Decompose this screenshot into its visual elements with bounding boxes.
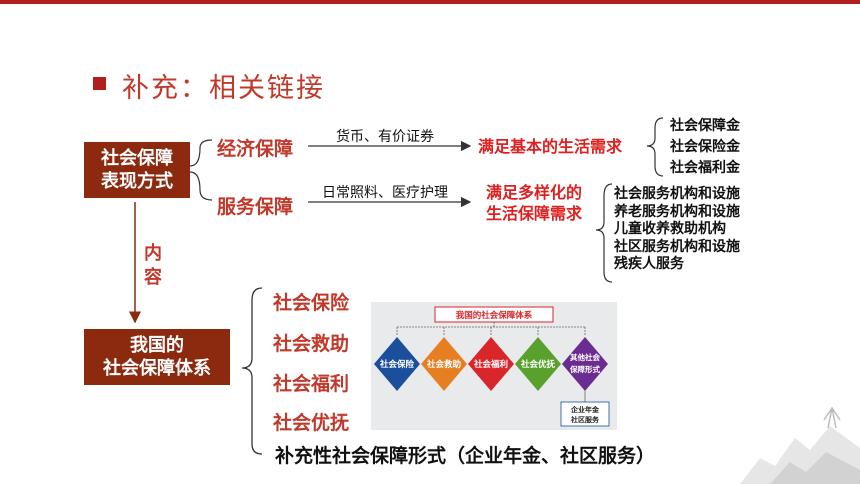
system-box-line1: 我国的 <box>130 335 184 356</box>
picture-diamond-insurance: 社会保险 <box>374 337 420 391</box>
diamond-label: 社会保险 <box>379 359 415 370</box>
picture-sub-line1: 企业年金 <box>570 405 600 414</box>
list-item: 儿童收养救助机构 <box>614 221 726 237</box>
result-service: 满足多样化的 生活保障需求 <box>486 182 582 224</box>
diamond-label: 社会优抚 <box>520 359 556 370</box>
system-item-welfare: 社会福利 <box>273 373 350 395</box>
picture-tree-lines <box>396 322 586 335</box>
brace-top-lower <box>189 171 213 201</box>
picture-title: 我国的社会保障体系 <box>456 310 533 321</box>
picture-sub-line2: 社区服务 <box>570 415 600 424</box>
diamond-label: 其他社会 <box>570 352 600 362</box>
system-picture: 我国的社会保障体系 社会保险 社会救助 社会福利 社会优抚 其他社会 保障形式 … <box>371 302 617 430</box>
items-service: 社会服务机构和设施 养老服务机构和设施 儿童收养救助机构 社区服务机构和设施 残… <box>614 186 740 274</box>
list-item: 养老服务机构和设施 <box>614 203 740 220</box>
express-box-line1: 社会保障 <box>101 148 173 169</box>
picture-sub-box <box>560 401 610 427</box>
landscape-decoration-icon <box>740 406 860 484</box>
category-economic: 经济保障 <box>217 138 294 160</box>
list-item: 社会保险金 <box>670 139 740 155</box>
diamond-label: 保障形式 <box>569 364 600 374</box>
brace-system <box>241 287 263 455</box>
result-economic: 满足基本的生活需求 <box>478 136 622 157</box>
supplementary-forms: 补充性社会保障形式（企业年金、社区服务） <box>275 445 656 467</box>
system-item-relief: 社会救助 <box>273 333 350 355</box>
result-service-line1: 满足多样化的 <box>486 183 583 202</box>
picture-diamond-relief: 社会救助 <box>421 337 467 391</box>
via-service: 日常照料、医疗护理 <box>322 185 448 201</box>
slide-heading: 补充：相关链接 <box>122 73 325 104</box>
express-mode-box: 社会保障 表现方式 <box>84 142 190 198</box>
top-accent-line <box>0 0 860 4</box>
result-economic-line1: 满足基本的生活需求 <box>478 137 623 156</box>
system-item-insurance: 社会保险 <box>273 292 350 314</box>
brace-right-1 <box>646 117 664 177</box>
system-box-line2: 社会保障体系 <box>103 358 211 379</box>
system-item-preferential: 社会优抚 <box>273 412 350 434</box>
list-item: 残疾人服务 <box>614 256 684 272</box>
list-item: 社会服务机构和设施 <box>614 186 740 202</box>
via-economic: 货币、有价证券 <box>336 129 434 145</box>
picture-diamond-welfare: 社会福利 <box>468 337 514 391</box>
heading-bullet-icon <box>93 77 106 90</box>
list-item: 社会保障金 <box>670 118 740 134</box>
list-item: 社区服务机构和设施 <box>614 238 740 255</box>
result-service-line2: 生活保障需求 <box>486 204 583 223</box>
diamond-label: 社会福利 <box>473 359 508 370</box>
content-label-char1: 内 <box>144 243 162 264</box>
system-box: 我国的 社会保障体系 <box>84 329 230 385</box>
content-label-char2: 容 <box>144 267 162 288</box>
category-service: 服务保障 <box>217 196 294 218</box>
express-box-line2: 表现方式 <box>101 171 173 192</box>
list-item: 社会福利金 <box>670 160 740 176</box>
picture-diamond-other: 其他社会 保障形式 <box>562 337 608 391</box>
picture-diamond-preferential: 社会优抚 <box>515 337 561 391</box>
brace-top-upper <box>189 139 213 167</box>
content-label: 内 容 <box>142 242 164 290</box>
brace-right-2 <box>595 183 613 283</box>
items-economic: 社会保障金 社会保险金 社会福利金 <box>670 116 740 179</box>
diamond-label: 社会救助 <box>426 359 462 370</box>
